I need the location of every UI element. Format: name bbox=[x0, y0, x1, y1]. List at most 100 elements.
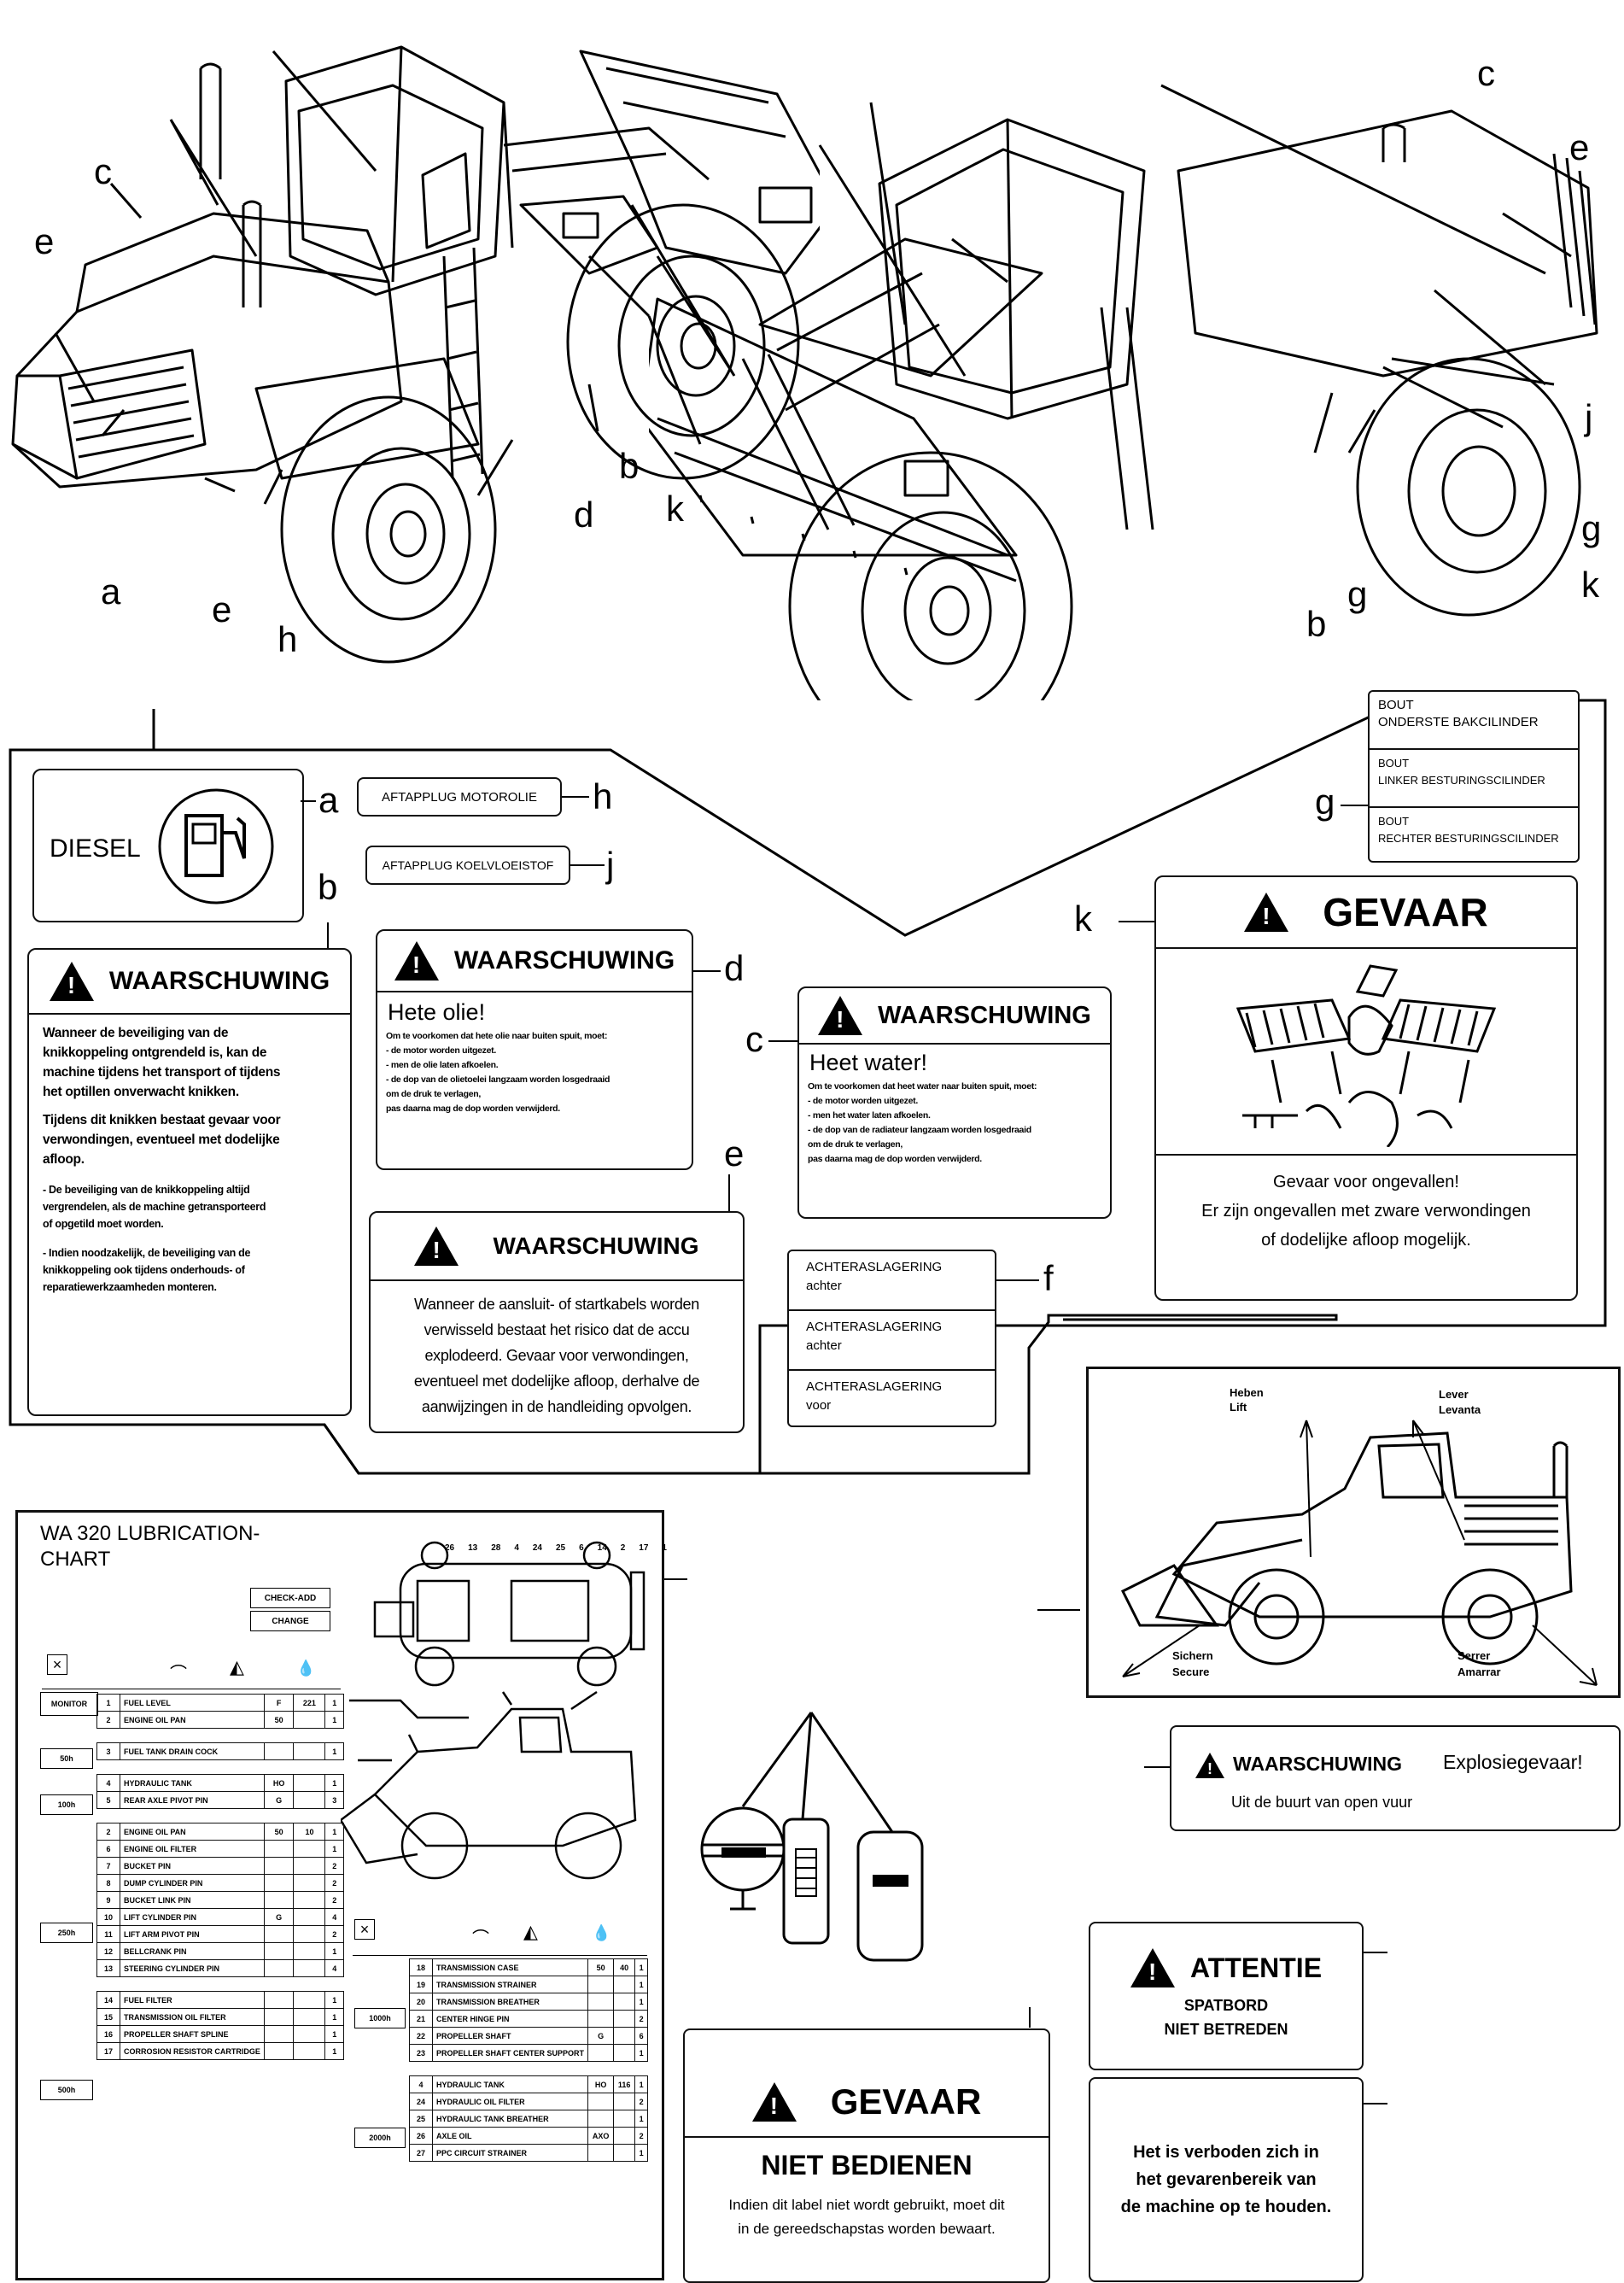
lube-cell-n: 7 bbox=[96, 1857, 120, 1875]
tl-callout-b: b bbox=[619, 446, 640, 486]
lube-cell-a bbox=[587, 2093, 615, 2110]
lube-top-num: 1 bbox=[662, 1543, 667, 1553]
lube-top-num: 28 bbox=[491, 1543, 501, 1553]
lube-cell-item: CORROSION RESISTOR CARTRIDGE bbox=[120, 2042, 265, 2060]
lube-cell-b bbox=[293, 1891, 326, 1909]
lube-cell-b bbox=[293, 2008, 326, 2026]
leader-a bbox=[301, 800, 316, 802]
lube-cell-item: AXLE OIL bbox=[431, 2127, 589, 2145]
label-b-p2: Tijdens dit knikken bestaat gevaar voor … bbox=[43, 1113, 281, 1167]
lube-cell-b bbox=[613, 2144, 636, 2162]
lube-cell-c: 2 bbox=[324, 1857, 344, 1875]
lube-cell-n: 25 bbox=[409, 2110, 433, 2128]
lube-cell-b bbox=[293, 1742, 326, 1760]
gevaar-heading: GEVAAR bbox=[830, 2081, 982, 2122]
label-c-heading: WAARSCHUWING bbox=[878, 1001, 1091, 1029]
lube-cell-n: 5 bbox=[96, 1791, 120, 1809]
leader-verboden-label bbox=[1364, 2103, 1387, 2104]
tr-callout-j: j bbox=[1585, 397, 1593, 437]
lubrication-chart: WA 320 LUBRICATION- CHART CHECK-ADD CHAN… bbox=[15, 1510, 667, 2280]
crush-hazard-pictogram bbox=[1236, 964, 1497, 1147]
label-g-row-2-line2: LINKER BESTURINGSCILINDER bbox=[1378, 774, 1545, 787]
lube-cell-n: 14 bbox=[96, 1991, 120, 2009]
lube-top-num: 25 bbox=[555, 1543, 566, 1553]
label-d-subheading: Hete olie! bbox=[388, 999, 486, 1025]
label-f-row-2-line1: ACHTERASLAGERING bbox=[806, 1320, 943, 1334]
warning-triangle-icon bbox=[818, 996, 863, 1035]
lube-cell-n: 11 bbox=[96, 1925, 120, 1943]
lube-cell-item: BELLCRANK PIN bbox=[120, 1942, 265, 1960]
lube-cell-item: HYDRAULIC TANK bbox=[431, 2075, 589, 2093]
lube-cell-n: 2 bbox=[96, 1711, 120, 1729]
lube-cell-item: REAR AXLE PIVOT PIN bbox=[120, 1791, 265, 1809]
lbl-callout-f: f bbox=[1043, 1258, 1054, 1298]
tr-callout-g-right: g bbox=[1581, 508, 1602, 548]
leader-attentie-label bbox=[1364, 1952, 1387, 1953]
lube-cell-item: HYDRAULIC TANK BREATHER bbox=[431, 2110, 589, 2128]
lube-cell-item: TRANSMISSION STRAINER bbox=[431, 1976, 589, 1993]
lube-cell-a: 50 bbox=[587, 1958, 615, 1976]
lube-spacer-cell bbox=[97, 1977, 344, 1992]
attentie-body: SPATBORD NIET BETREDEN bbox=[1164, 1997, 1288, 2038]
tl-callout-h: h bbox=[277, 619, 298, 659]
label-e-header: WAARSCHUWING bbox=[371, 1213, 743, 1279]
lube-cell-c: 1 bbox=[324, 1694, 344, 1712]
lube-cell-b bbox=[293, 1711, 326, 1729]
lube-cell-b bbox=[613, 2044, 636, 2062]
lube-spacer-cell bbox=[97, 1809, 344, 1823]
lube-cell-a bbox=[587, 2044, 615, 2062]
lift-text-secure: Secure bbox=[1172, 1665, 1210, 1678]
lube-cell-a bbox=[263, 1942, 295, 1960]
grease-gun-icon: ⌒ bbox=[472, 1929, 489, 1948]
leader-e bbox=[728, 1174, 730, 1211]
lube-cell-n: 4 bbox=[409, 2075, 433, 2093]
lube-spacer-cell bbox=[97, 1729, 344, 1743]
lube-cell-b bbox=[613, 2127, 636, 2145]
lube-cell-a bbox=[587, 2110, 615, 2128]
label-d-waarschuwing-hete-olie: WAARSCHUWING Hete olie! Om te voorkomen … bbox=[376, 929, 693, 1170]
lube-machine-diagram bbox=[341, 1541, 646, 1880]
tr-callout-c: c bbox=[1477, 53, 1495, 93]
lube-cell-c: 3 bbox=[324, 1791, 344, 1809]
wheel-loader-rear-view-illustration bbox=[11, 45, 820, 664]
label-g-bout: BOUT ONDERSTE BAKCILINDER BOUT LINKER BE… bbox=[1368, 690, 1580, 863]
label-b-heading: WAARSCHUWING bbox=[108, 967, 330, 995]
lube-cell-b bbox=[293, 1774, 326, 1792]
lube-cell-b bbox=[613, 2110, 636, 2128]
lube-cell-a: HO bbox=[587, 2075, 615, 2093]
lube-cell-item: LIFT ARM PIVOT PIN bbox=[120, 1925, 265, 1943]
lube-cell-b: 40 bbox=[613, 1958, 636, 1976]
label-k-heading: GEVAAR bbox=[1323, 890, 1488, 934]
label-k-body: Gevaar voor ongevallen! Er zijn ongevall… bbox=[1201, 1173, 1531, 1250]
lube-cell-c: 1 bbox=[324, 1942, 344, 1960]
label-a-diesel: DIESEL bbox=[32, 769, 304, 922]
lube-cell-n: 15 bbox=[96, 2008, 120, 2026]
lube-cell-c: 1 bbox=[634, 2144, 648, 2162]
lube-cell-b bbox=[293, 2025, 326, 2043]
lube-cell-b bbox=[293, 1908, 326, 1926]
tl-callout-d: d bbox=[574, 495, 594, 535]
lube-cell-a bbox=[263, 1991, 295, 2009]
lube-cell-a: 50 bbox=[263, 1823, 295, 1841]
lift-text-amarrar: Amarrar bbox=[1458, 1665, 1501, 1678]
lube-cell-c: 1 bbox=[324, 1991, 344, 2009]
label-c-header: WAARSCHUWING bbox=[799, 988, 1110, 1043]
label-d-body: Om te voorkomen dat hete olie naar buite… bbox=[386, 1031, 610, 1114]
verboden-body: Het is verboden zich in het gevarenberei… bbox=[1120, 2143, 1332, 2216]
lube-cell-b bbox=[293, 1959, 326, 1977]
lube-legend-check-add: CHECK-ADD bbox=[250, 1588, 330, 1608]
fuel-pump-icon bbox=[158, 788, 274, 904]
lube-top-num: 13 bbox=[468, 1543, 478, 1553]
lube-cell-n: 4 bbox=[96, 1774, 120, 1792]
lube-cell-a bbox=[263, 1742, 295, 1760]
label-b-header: WAARSCHUWING bbox=[29, 950, 350, 1013]
tr-callout-k: k bbox=[1581, 565, 1599, 605]
lube-cell-a bbox=[587, 2144, 615, 2162]
